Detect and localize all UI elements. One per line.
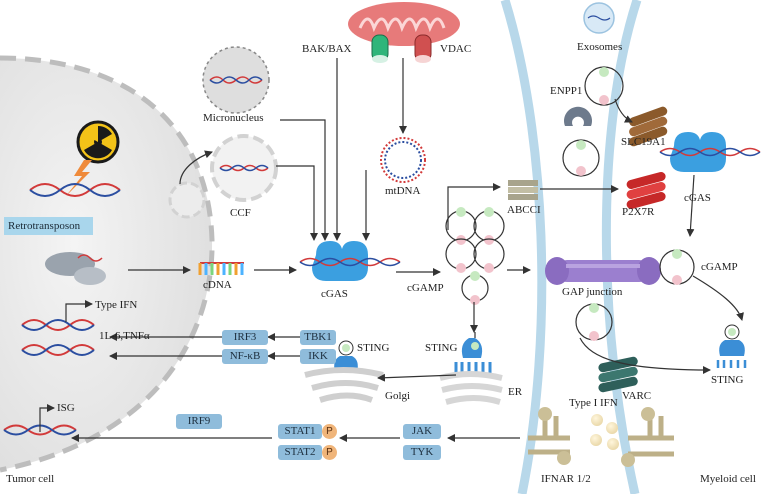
dna-helix-il6 (21, 344, 95, 356)
mtdna-label: mtDNA (385, 185, 421, 197)
nucleus (0, 58, 213, 470)
irf9-box: IRF9 (176, 414, 222, 429)
sting-er-label: STING (425, 342, 458, 354)
enpp1-icon (564, 106, 592, 126)
arrows (39, 58, 744, 442)
ikk-box: IKK (300, 349, 336, 364)
micronucleus (202, 46, 270, 114)
ifnar-label: IFNAR 1/2 (541, 473, 591, 485)
dna-helix-icon (29, 183, 121, 197)
type-i-ifn-ligands (590, 414, 619, 450)
sting-receptor-icon (454, 332, 492, 376)
varc-label: VARC (622, 390, 652, 402)
radiation-icon (76, 120, 120, 164)
nuclear-envelope (0, 55, 215, 473)
er-icon (439, 371, 503, 405)
vdac-label: VDAC (440, 43, 472, 55)
varc-channel (598, 356, 638, 393)
receptor-icon (528, 407, 674, 467)
stat2-box: STAT2 (278, 445, 322, 460)
p2x7r-label: P2X7R (622, 206, 655, 218)
abcci-label: ABCCI (507, 204, 541, 216)
abcci-transporter (508, 180, 538, 200)
cgas-right-icon (659, 132, 761, 172)
cgamp-right-vesicle (659, 249, 695, 285)
sting-right-label: STING (711, 374, 744, 386)
retrotransposon-complex (45, 252, 106, 285)
golgi-icon (304, 367, 384, 403)
cgas-right-label: cGAS (684, 192, 711, 204)
bak-bax-label: BAK/BAX (302, 43, 352, 55)
sting-right-icon (716, 324, 747, 368)
jak-box: JAK (403, 424, 441, 439)
enpp1-label: ENPP1 (550, 85, 583, 97)
ccf-label: CCF (230, 207, 251, 219)
exosome-vesicle (584, 66, 624, 106)
p2x7r-receptor (626, 171, 666, 209)
dna-helix-type-ifn (21, 319, 95, 331)
tumor-cell-membrane (500, 0, 547, 495)
cdna-label: cDNA (203, 279, 232, 291)
micronucleus-label: Micronucleus (203, 112, 264, 124)
type-i-ifn-label: Type I IFN (569, 397, 618, 409)
phospho-stat1: P (322, 424, 337, 439)
tyk-box: TYK (403, 445, 441, 460)
gap-junction (545, 257, 661, 285)
type-ifn-label: Type IFN (95, 299, 138, 311)
er-label: ER (508, 386, 523, 398)
cgas-center-label: cGAS (321, 288, 348, 300)
mtdna-circle (380, 137, 426, 183)
gap-junction-label: GAP junction (562, 286, 623, 298)
budding-vesicle (168, 181, 206, 219)
golgi-label: Golgi (385, 390, 411, 402)
isg-label: ISG (57, 402, 75, 414)
sting-golgi-label: STING (357, 342, 390, 354)
nfkb-box: NF-κB (222, 349, 268, 364)
myeloid-cell-membrane (601, 0, 642, 495)
retrotransposon-label: Retrotransposon (4, 217, 93, 235)
il6-tnf-label: 1L-6,TNFα (99, 330, 150, 342)
cdna-strand (198, 262, 244, 275)
tumor-cell-label: Tumor cell (6, 473, 55, 485)
cgamp-cluster (445, 207, 505, 305)
ccf-fragment (210, 134, 278, 202)
slc19a1-transporter (629, 106, 668, 147)
exosomes-label: Exosomes (577, 41, 623, 53)
stat1-box: STAT1 (278, 424, 322, 439)
cgamp-right-label: cGAMP (701, 261, 738, 273)
tbk1-box: TBK1 (300, 330, 336, 345)
mitochondria-icon (348, 2, 460, 63)
varc-vesicle (575, 303, 613, 341)
myeloid-cell-label: Myeloid cell (700, 473, 756, 485)
slc19a1-label: SLC19A1 (621, 136, 666, 148)
cgamp-vesicle (562, 139, 600, 177)
irf3-box: IRF3 (222, 330, 268, 345)
cgamp-center-label: cGAMP (407, 282, 444, 294)
cgas-enzyme-icon (299, 241, 401, 281)
phospho-stat2: P (322, 445, 337, 460)
